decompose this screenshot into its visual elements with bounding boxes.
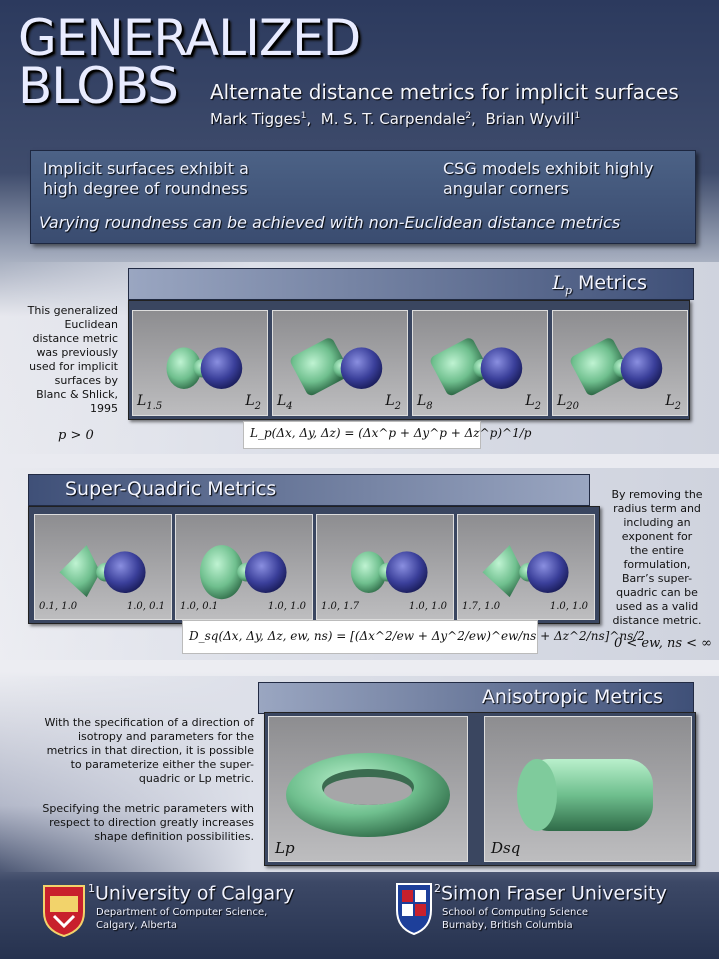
- university-1-name: University of Calgary: [95, 882, 295, 905]
- cylinder-render: [517, 759, 653, 831]
- intro-bottom-text: Varying roundness can be achieved with n…: [39, 213, 621, 232]
- author-affiliation: 1: [300, 111, 307, 121]
- sq-image-panel: 0.1, 1.0 1.0, 0.1: [34, 514, 172, 620]
- lp-image-panel: L1.5 L2: [132, 310, 268, 416]
- aniso-heading: Anisotropic Metrics: [481, 686, 663, 708]
- author-name: Brian Wyvill: [485, 110, 575, 128]
- sq-caption-right: 1.0, 1.0: [549, 601, 588, 612]
- aniso-paragraph-1: With the specification of a direction of…: [44, 716, 254, 785]
- poster-subtitle: Alternate distance metrics for implicit …: [210, 80, 679, 104]
- lp-heading-symbol: L: [552, 272, 565, 294]
- blob-render: [59, 545, 146, 598]
- author-affiliation: 2: [465, 111, 472, 121]
- lp-caption-right: L2: [385, 393, 401, 412]
- calgary-crest-icon: [43, 885, 85, 938]
- blob-render: [166, 347, 243, 389]
- university-2-name: Simon Fraser University: [441, 882, 667, 905]
- sq-heading: Super-Quadric Metrics: [65, 478, 277, 500]
- lp-caption-left: L8: [417, 393, 433, 412]
- sq-caption-left: 1.7, 1.0: [462, 601, 501, 612]
- sq-image-panel: 1.0, 1.7 1.0, 1.0: [316, 514, 454, 620]
- sq-caption-left: 1.0, 0.1: [180, 601, 219, 612]
- intro-right-text: CSG models exhibit highly angular corner…: [443, 159, 654, 198]
- lp-image-panel: L8 L2: [412, 310, 548, 416]
- lp-heading: Lp Metrics: [552, 272, 647, 297]
- aniso-image-dsq: Dsq: [484, 716, 692, 862]
- lp-heading-rest: Metrics: [571, 272, 647, 294]
- sq-image-panel: 1.7, 1.0 1.0, 1.0: [457, 514, 595, 620]
- sq-section-header: Super-Quadric Metrics: [28, 474, 590, 506]
- lp-description: This generalized Euclidean distance metr…: [27, 304, 118, 415]
- footer-university-1: 1University of Calgary Department of Com…: [88, 882, 294, 932]
- lp-caption-left: L1.5: [137, 393, 163, 412]
- blob-render: [290, 338, 383, 396]
- university-2-dept: School of Computing Science Burnaby, Bri…: [442, 907, 589, 932]
- lp-caption-right: L2: [245, 393, 261, 412]
- lp-section-header: Lp Metrics: [128, 268, 694, 300]
- blob-render: [199, 545, 287, 600]
- university-1-sup: 1: [88, 882, 95, 895]
- intro-box: Implicit surfaces exhibit a high degree …: [30, 150, 696, 244]
- intro-left-text: Implicit surfaces exhibit a high degree …: [43, 159, 249, 198]
- lp-heading-subscript: p: [564, 283, 572, 297]
- title-line-1: GENERALIZED: [18, 9, 361, 67]
- title-line-2: BLOBS: [18, 57, 179, 115]
- lp-image-panel: L20 L2: [552, 310, 688, 416]
- lp-image-panel: L4 L2: [272, 310, 408, 416]
- sq-caption-right: 1.0, 1.0: [267, 601, 306, 612]
- torus-render: [286, 753, 450, 837]
- sq-formula-text: D_sq(Δx, Δy, Δz, ew, ns) = [(Δx^2/ew + Δ…: [189, 629, 645, 643]
- lp-formula-text: L_p(Δx, Δy, Δz) = (Δx^p + Δy^p + Δz^p)^1…: [250, 426, 532, 440]
- sfu-crest-icon: [396, 883, 432, 936]
- university-1-dept: Department of Computer Science, Calgary,…: [96, 907, 268, 932]
- lp-formula: L_p(Δx, Δy, Δz) = (Δx^p + Δy^p + Δz^p)^1…: [243, 421, 531, 449]
- sq-description: By removing the radius term and includin…: [611, 488, 703, 627]
- author-name: M. S. T. Carpendale: [320, 110, 466, 128]
- footer-university-2: 2Simon Fraser University School of Compu…: [434, 882, 667, 932]
- aniso-image-lp: Lp: [268, 716, 468, 862]
- sq-image-panel: 1.0, 0.1 1.0, 1.0: [175, 514, 313, 620]
- blob-render: [430, 338, 523, 396]
- lp-caption-left: L20: [557, 393, 580, 412]
- aniso-caption-lp: Lp: [275, 839, 295, 857]
- author-name: Mark Tigges: [210, 110, 301, 128]
- aniso-caption-dsq: Dsq: [491, 839, 521, 857]
- aniso-paragraph-2: Specifying the metric parameters with re…: [42, 802, 254, 843]
- university-2-sup: 2: [434, 882, 441, 895]
- sq-formula: D_sq(Δx, Δy, Δz, ew, ns) = [(Δx^2/ew + Δ…: [182, 620, 645, 654]
- sq-caption-right: 1.0, 1.0: [408, 601, 447, 612]
- lp-caption-right: L2: [665, 393, 681, 412]
- sq-caption-left: 0.1, 1.0: [39, 601, 78, 612]
- lp-caption-left: L4: [277, 393, 293, 412]
- lp-caption-right: L2: [525, 393, 541, 412]
- aniso-section-header: Anisotropic Metrics: [258, 682, 694, 714]
- author-list: Mark Tigges1, M. S. T. Carpendale2, Bria…: [210, 110, 581, 128]
- sq-caption-left: 1.0, 1.7: [321, 601, 360, 612]
- lp-condition: p > 0: [58, 428, 94, 443]
- blob-render: [351, 551, 428, 593]
- blob-render: [570, 338, 663, 396]
- sq-condition: 0 < ew, ns < ∞: [614, 636, 713, 651]
- university-1-name-row: 1University of Calgary: [88, 882, 294, 904]
- author-affiliation: 1: [574, 111, 581, 121]
- university-2-name-row: 2Simon Fraser University: [434, 882, 667, 904]
- blob-render: [482, 545, 569, 598]
- poster-title: GENERALIZED BLOBS: [18, 9, 361, 115]
- sq-caption-right: 1.0, 0.1: [126, 601, 165, 612]
